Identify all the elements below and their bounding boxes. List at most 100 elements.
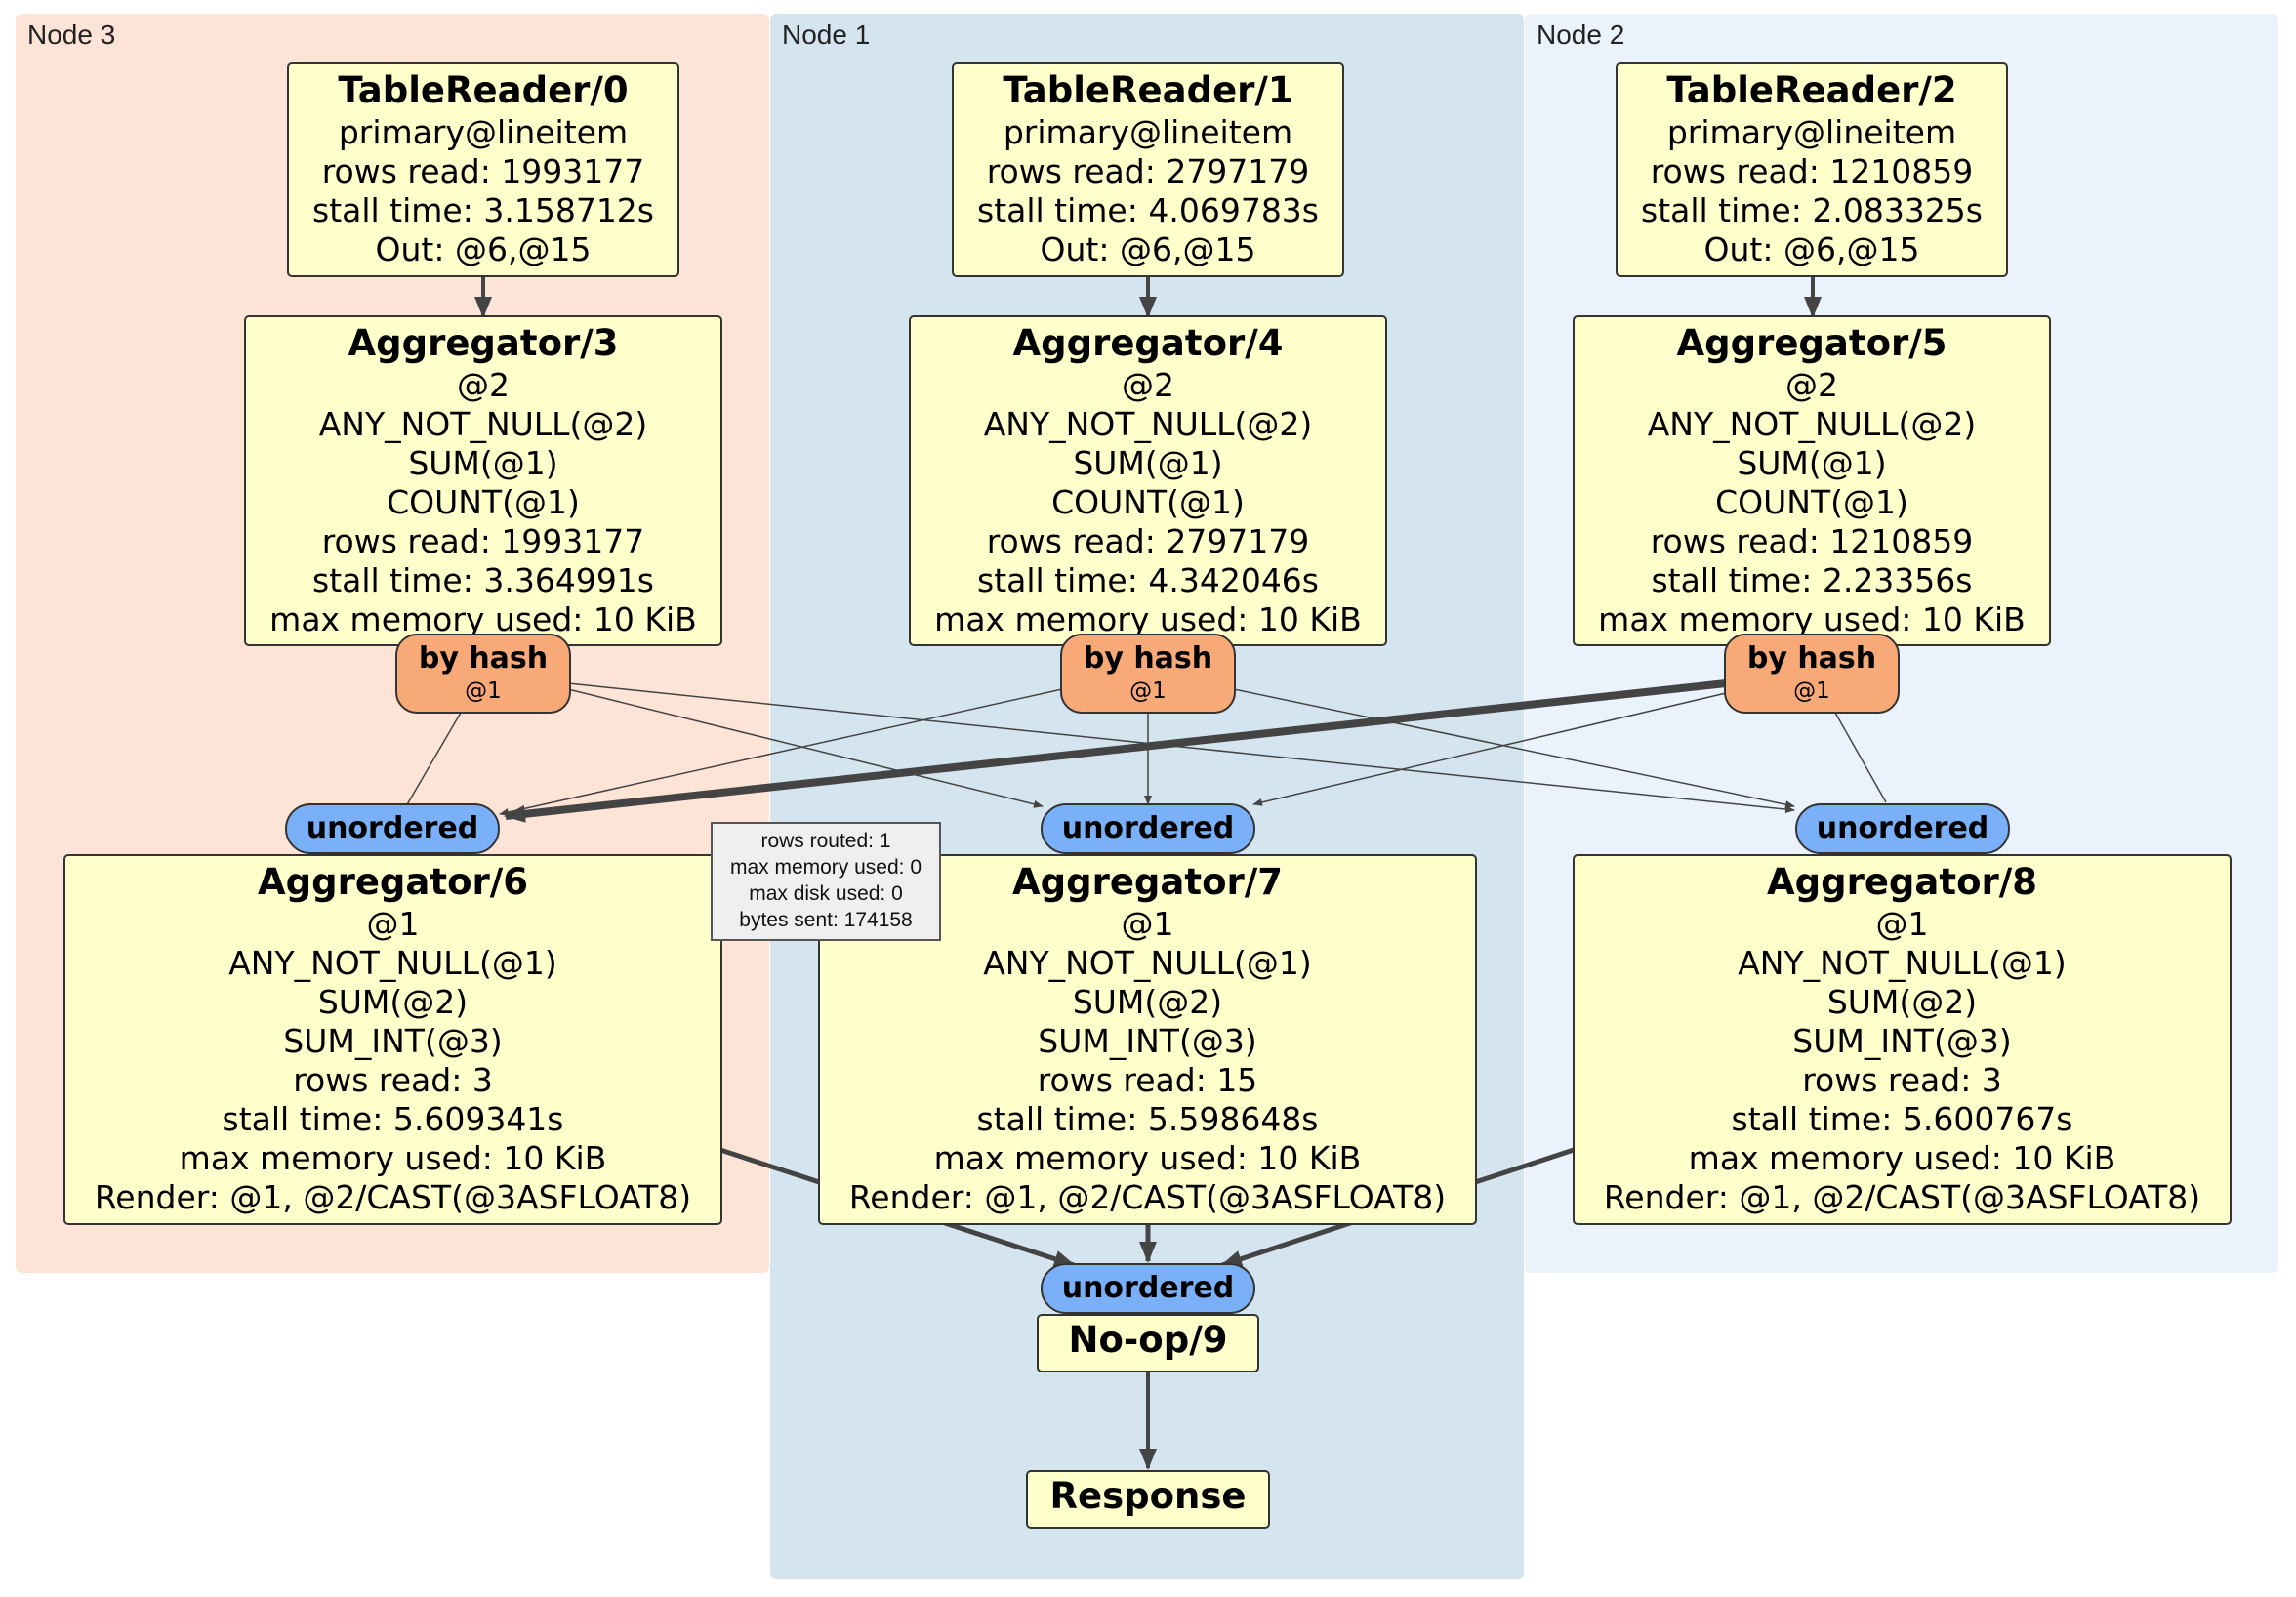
processor-stall: stall time: 3.364991s <box>312 561 654 599</box>
processor-memory: max memory used: 10 KiB <box>179 1139 607 1177</box>
processor-stall: stall time: 5.609341s <box>222 1100 564 1138</box>
group-column: @2 <box>1785 366 1838 404</box>
aggregator-3[interactable]: Aggregator/3 @2 ANY_NOT_NULL(@2) SUM(@1)… <box>244 315 722 646</box>
processor-rows: rows read: 1210859 <box>1650 522 1974 560</box>
processor-title: TableReader/1 <box>1003 69 1293 111</box>
edge-router4-sync6 <box>499 688 1063 816</box>
processor-title: Aggregator/5 <box>1676 322 1948 364</box>
processor-stall: stall time: 3.158712s <box>312 191 654 229</box>
processor-rows: rows read: 3 <box>1802 1061 2002 1099</box>
processor-memory: max memory used: 10 KiB <box>1688 1139 2116 1177</box>
group-column: @1 <box>1875 905 1929 943</box>
processor-memory: max memory used: 10 KiB <box>933 1139 1362 1177</box>
processor-out: Out: @6,@15 <box>1040 230 1256 268</box>
tooltip-rows-routed: rows routed: 1 <box>760 830 891 852</box>
agg-func: ANY_NOT_NULL(@2) <box>1647 405 1977 443</box>
edge-router3-sync6 <box>405 712 462 807</box>
aggregator-5[interactable]: Aggregator/5 @2 ANY_NOT_NULL(@2) SUM(@1)… <box>1573 315 2051 646</box>
processor-out: Out: @6,@15 <box>375 230 592 268</box>
processor-memory: max memory used: 10 KiB <box>269 600 697 638</box>
edge-router5-sync7 <box>1252 692 1727 806</box>
processor-rows: rows read: 1210859 <box>1650 152 1974 190</box>
processor-index: primary@lineitem <box>1003 113 1293 151</box>
processor-stall: stall time: 4.342046s <box>977 561 1319 599</box>
processor-index: primary@lineitem <box>1666 113 1957 151</box>
processor-memory: max memory used: 10 KiB <box>1598 600 2026 638</box>
agg-func: SUM(@1) <box>408 444 558 482</box>
processor-title: No-op/9 <box>1068 1319 1228 1361</box>
agg-func: SUM_INT(@3) <box>1792 1022 2012 1060</box>
processor-render: Render: @1, @2/CAST(@3ASFLOAT8) <box>848 1178 1447 1216</box>
group-column: @1 <box>1121 905 1174 943</box>
router-title: by hash <box>1083 641 1213 676</box>
processor-memory: max memory used: 10 KiB <box>934 600 1362 638</box>
processor-index: primary@lineitem <box>338 113 629 151</box>
router-column: @1 <box>1793 678 1830 704</box>
agg-func: SUM(@1) <box>1737 444 1887 482</box>
processor-render: Render: @1, @2/CAST(@3ASFLOAT8) <box>94 1178 692 1216</box>
table-reader-0[interactable]: TableReader/0 primary@lineitem rows read… <box>287 62 679 277</box>
cluster-label: Node 3 <box>27 20 116 50</box>
cluster-label: Node 2 <box>1537 20 1625 50</box>
agg-func: SUM_INT(@3) <box>1038 1022 1257 1060</box>
router-title: by hash <box>1746 641 1877 676</box>
hash-router-3[interactable]: by hash @1 <box>395 634 571 714</box>
edge-router3-sync8 <box>567 682 1795 814</box>
processor-title: Aggregator/4 <box>1012 322 1284 364</box>
processor-stall: stall time: 5.600767s <box>1731 1100 2073 1138</box>
processor-rows: rows read: 1993177 <box>321 152 645 190</box>
aggregator-4[interactable]: Aggregator/4 @2 ANY_NOT_NULL(@2) SUM(@1)… <box>909 315 1387 646</box>
response-node[interactable]: Response <box>1026 1470 1270 1529</box>
processor-stall: stall time: 2.23356s <box>1651 561 1973 599</box>
processor-title: Aggregator/6 <box>257 861 528 903</box>
group-column: @1 <box>366 905 420 943</box>
processor-title: Aggregator/7 <box>1011 861 1283 903</box>
table-reader-2[interactable]: TableReader/2 primary@lineitem rows read… <box>1616 62 2008 277</box>
cluster-label: Node 1 <box>782 20 871 50</box>
processor-stall: stall time: 4.069783s <box>977 191 1319 229</box>
agg-func: COUNT(@1) <box>1715 483 1908 521</box>
processor-title: Aggregator/3 <box>348 322 619 364</box>
edge-router4-sync8 <box>1233 688 1795 809</box>
edge-stats-tooltip: rows routed: 1 max memory used: 0 max di… <box>711 822 941 941</box>
processor-render: Render: @1, @2/CAST(@3ASFLOAT8) <box>1603 1178 2201 1216</box>
agg-func: SUM(@1) <box>1073 444 1223 482</box>
processor-rows: rows read: 1993177 <box>321 522 645 560</box>
tooltip-max-memory: max memory used: 0 <box>729 856 922 879</box>
aggregator-6[interactable]: Aggregator/6 @1 ANY_NOT_NULL(@1) SUM(@2)… <box>63 854 722 1225</box>
agg-func: ANY_NOT_NULL(@2) <box>318 405 648 443</box>
sync-unordered-noop[interactable]: unordered <box>1041 1263 1255 1314</box>
edge-router5-sync6 <box>504 679 1727 823</box>
agg-func: ANY_NOT_NULL(@1) <box>1738 944 2067 982</box>
edge-router3-sync7 <box>567 688 1044 808</box>
processor-title: TableReader/2 <box>1666 69 1957 111</box>
router-title: by hash <box>418 641 549 676</box>
agg-func: SUM(@2) <box>317 983 469 1021</box>
group-column: @2 <box>457 366 510 404</box>
sync-unordered-6[interactable]: unordered <box>285 803 500 854</box>
processor-title: TableReader/0 <box>338 69 629 111</box>
agg-func: COUNT(@1) <box>1051 483 1245 521</box>
agg-func: COUNT(@1) <box>387 483 580 521</box>
sync-unordered-8[interactable]: unordered <box>1795 803 2010 854</box>
table-reader-1[interactable]: TableReader/1 primary@lineitem rows read… <box>952 62 1344 277</box>
hash-router-5[interactable]: by hash @1 <box>1724 634 1900 714</box>
aggregator-8[interactable]: Aggregator/8 @1 ANY_NOT_NULL(@1) SUM(@2)… <box>1573 854 2232 1225</box>
agg-func: SUM(@2) <box>1826 983 1978 1021</box>
processor-stall: stall time: 5.598648s <box>976 1100 1319 1138</box>
processor-title: Aggregator/8 <box>1766 861 2037 903</box>
tooltip-max-disk: max disk used: 0 <box>749 882 903 905</box>
hash-router-4[interactable]: by hash @1 <box>1060 634 1236 714</box>
edge-router5-sync8 <box>1834 712 1887 803</box>
group-column: @2 <box>1122 366 1174 404</box>
agg-func: ANY_NOT_NULL(@1) <box>228 944 557 982</box>
agg-func: SUM(@2) <box>1072 983 1223 1021</box>
router-column: @1 <box>465 678 502 704</box>
processor-rows: rows read: 2797179 <box>986 522 1310 560</box>
noop-processor[interactable]: No-op/9 <box>1037 1314 1259 1372</box>
processor-out: Out: @6,@15 <box>1703 230 1920 268</box>
sync-unordered-7[interactable]: unordered <box>1041 803 1255 854</box>
processor-rows: rows read: 15 <box>1037 1061 1258 1099</box>
processor-stall: stall time: 2.083325s <box>1641 191 1983 229</box>
agg-func: ANY_NOT_NULL(@1) <box>983 944 1312 982</box>
